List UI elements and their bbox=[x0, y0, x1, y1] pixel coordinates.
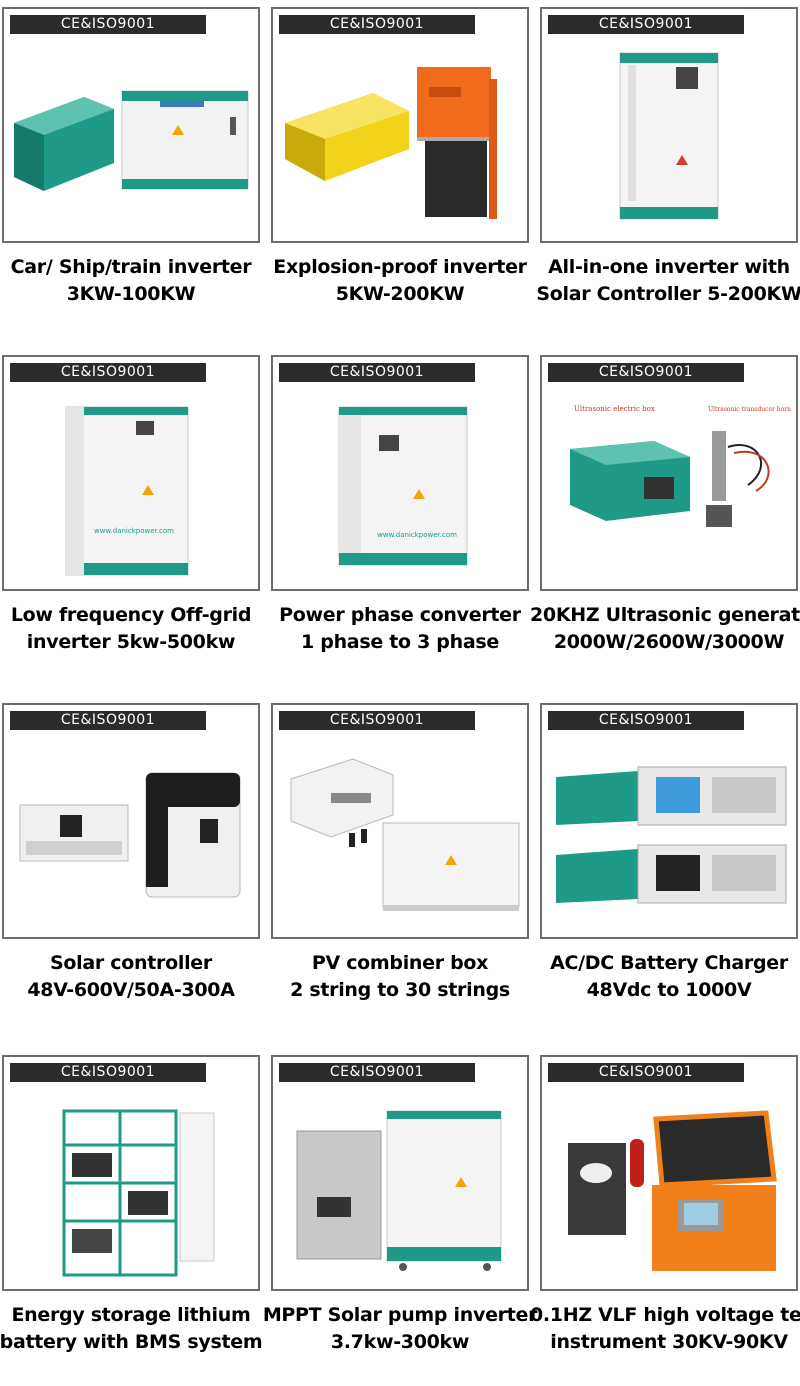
ultrasonic-box-label: Ultrasonic electric box bbox=[574, 405, 655, 413]
caption-title: All-in-one inverter with bbox=[548, 256, 790, 278]
product-image-frame: CE&ISO9001 bbox=[2, 1055, 260, 1291]
cert-badge: CE&ISO9001 bbox=[548, 711, 744, 730]
caption-range: 3.7kw-300kw bbox=[330, 1331, 470, 1353]
product-caption: PV combiner box 2 string to 30 strings bbox=[261, 950, 539, 1004]
product-caption: All-in-one inverter with Solar Controlle… bbox=[530, 254, 800, 308]
caption-range: battery with BMS system bbox=[0, 1331, 263, 1353]
cert-badge: CE&ISO9001 bbox=[10, 711, 206, 730]
battery-charger-image bbox=[556, 766, 787, 904]
caption-title: Solar controller bbox=[50, 952, 212, 974]
product-caption: 20KHZ Ultrasonic generator 2000W/2600W/3… bbox=[530, 602, 800, 656]
caption-title: Low frequency Off-grid bbox=[10, 604, 252, 626]
solar-controller-image bbox=[19, 772, 241, 898]
cert-badge: CE&ISO9001 bbox=[279, 1063, 475, 1082]
caption-range: instrument 30KV-90KV bbox=[550, 1331, 788, 1353]
ultrasonic-horn-label: Ultrasonic transducer horn bbox=[708, 406, 791, 413]
cert-badge: CE&ISO9001 bbox=[279, 363, 475, 382]
product-caption: Car/ Ship/train inverter 3KW-100KW bbox=[0, 254, 270, 308]
energy-storage-battery-image bbox=[62, 1109, 215, 1277]
cert-badge: CE&ISO9001 bbox=[548, 1063, 744, 1082]
cert-badge: CE&ISO9001 bbox=[10, 363, 206, 382]
product-caption: Solar controller 48V-600V/50A-300A bbox=[0, 950, 270, 1004]
explosion-proof-inverter-image bbox=[285, 67, 497, 219]
product-caption: Explosion-proof inverter 5KW-200KW bbox=[261, 254, 539, 308]
caption-title: PV combiner box bbox=[311, 952, 489, 974]
product-image-frame: CE&ISO9001 bbox=[2, 703, 260, 939]
pv-combiner-box-image bbox=[290, 758, 520, 911]
all-in-one-inverter-image bbox=[619, 52, 719, 220]
caption-title: Energy storage lithium bbox=[11, 1304, 251, 1326]
caption-title: 0.1HZ VLF high voltage test bbox=[530, 1304, 800, 1326]
cert-badge: CE&ISO9001 bbox=[279, 711, 475, 730]
caption-range: 2 string to 30 strings bbox=[290, 979, 510, 1001]
product-image-frame: CE&ISO9001 bbox=[2, 7, 260, 243]
caption-title: AC/DC Battery Charger bbox=[550, 952, 788, 974]
car-inverter-image bbox=[14, 90, 249, 191]
ultrasonic-generator-image: Ultrasonic electric box Ultrasonic trans… bbox=[570, 405, 791, 527]
caption-range: inverter 5kw-500kw bbox=[26, 631, 236, 653]
phase-converter-image: www.danickpower.com bbox=[338, 406, 468, 566]
caption-title: Car/ Ship/train inverter bbox=[10, 256, 252, 278]
product-caption: AC/DC Battery Charger 48Vdc to 1000V bbox=[530, 950, 800, 1004]
product-caption: MPPT Solar pump inverter 3.7kw-300kw bbox=[261, 1302, 539, 1356]
caption-range: 5KW-200KW bbox=[335, 283, 465, 305]
caption-range: 3KW-100KW bbox=[66, 283, 196, 305]
product-image-frame: CE&ISO9001 bbox=[271, 7, 529, 243]
product-image-frame: CE&ISO9001 bbox=[271, 1055, 529, 1291]
website-label: www.danickpower.com bbox=[377, 531, 457, 539]
caption-range: Solar Controller 5-200KW bbox=[536, 283, 800, 305]
cert-badge: CE&ISO9001 bbox=[548, 363, 744, 382]
cert-badge: CE&ISO9001 bbox=[10, 15, 206, 34]
product-caption: Power phase converter 1 phase to 3 phase bbox=[261, 602, 539, 656]
caption-range: 2000W/2600W/3000W bbox=[553, 631, 785, 653]
caption-title: Explosion-proof inverter bbox=[273, 256, 527, 278]
caption-title: 20KHZ Ultrasonic generator bbox=[530, 604, 800, 626]
off-grid-inverter-image: www.danickpower.com bbox=[65, 406, 189, 576]
vlf-test-instrument-image bbox=[568, 1110, 777, 1271]
product-image-frame: CE&ISO9001 bbox=[271, 703, 529, 939]
caption-title: MPPT Solar pump inverter bbox=[262, 1304, 538, 1326]
product-image-frame: CE&ISO9001 Ultrasonic electric box Ultra… bbox=[540, 355, 798, 591]
cert-badge: CE&ISO9001 bbox=[10, 1063, 206, 1082]
product-caption: 0.1HZ VLF high voltage test instrument 3… bbox=[530, 1302, 800, 1356]
product-image-frame: CE&ISO9001 bbox=[540, 1055, 798, 1291]
solar-pump-inverter-image bbox=[296, 1110, 502, 1271]
caption-range: 1 phase to 3 phase bbox=[301, 631, 499, 653]
caption-title: Power phase converter bbox=[279, 604, 521, 626]
cert-badge: CE&ISO9001 bbox=[279, 15, 475, 34]
website-label: www.danickpower.com bbox=[94, 527, 174, 535]
caption-range: 48Vdc to 1000V bbox=[586, 979, 752, 1001]
product-caption: Energy storage lithium battery with BMS … bbox=[0, 1302, 270, 1356]
product-image-frame: CE&ISO9001 bbox=[540, 703, 798, 939]
product-image-frame: CE&ISO9001 bbox=[540, 7, 798, 243]
product-image-frame: CE&ISO9001 www.danickpower.com bbox=[2, 355, 260, 591]
cert-badge: CE&ISO9001 bbox=[548, 15, 744, 34]
product-caption: Low frequency Off-grid inverter 5kw-500k… bbox=[0, 602, 270, 656]
caption-range: 48V-600V/50A-300A bbox=[27, 979, 235, 1001]
product-image-frame: CE&ISO9001 www.danickpower.com bbox=[271, 355, 529, 591]
